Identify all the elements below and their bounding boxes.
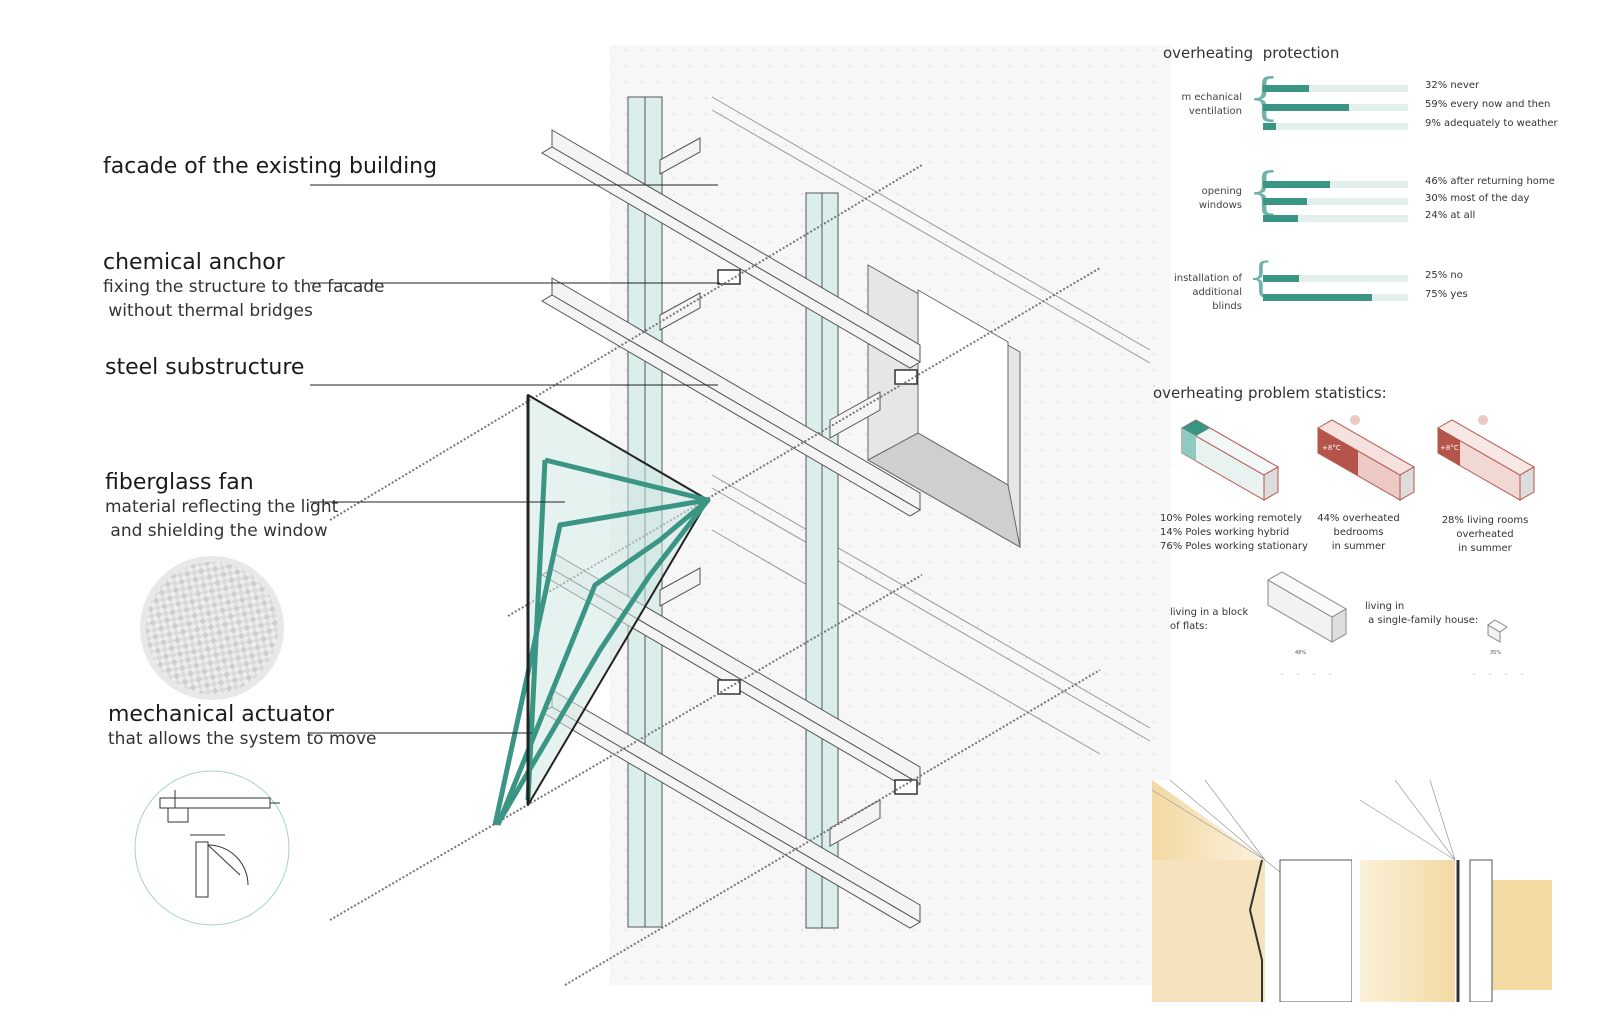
protection-bar-label: 46% after returning home [1425, 176, 1555, 187]
actuator-detail-circle [134, 770, 290, 926]
protection-bar-label: 25% no [1425, 270, 1463, 281]
support-rods [329, 164, 1101, 986]
label-facade-title: facade of the existing building [103, 154, 438, 179]
sun-section-fan-closed [1360, 780, 1552, 1002]
label-mechanical-actuator: mechanical actuator that allows the syst… [108, 702, 376, 751]
protection-bar-fill [1263, 198, 1307, 205]
single-family-house-pictogram [1487, 619, 1508, 643]
protection-bar-fill [1263, 215, 1298, 222]
existing-window [866, 264, 1021, 548]
living-house-pct: 35% [1490, 650, 1502, 656]
protection-group-name: m echanical ventilation [1181, 92, 1242, 117]
stat-caption-living-rooms: 28% living rooms overheated in summer [1441, 515, 1529, 554]
overheating-protection-title: overheating protection [1163, 44, 1340, 62]
protection-bar-fill [1263, 123, 1277, 130]
people-grid-house [1462, 662, 1530, 680]
stat-block-bedrooms [1316, 415, 1416, 501]
fiberglass-texture-circle [143, 559, 281, 697]
label-chemical-anchor-sub-2: without thermal bridges [103, 301, 313, 321]
badge-living-rooms: +8°C [1440, 444, 1459, 452]
label-fan-sub-1: material reflecting the light [105, 497, 339, 517]
label-fan-title: fiberglass fan [105, 470, 254, 495]
protection-bar [1263, 181, 1408, 188]
protection-bar-fill [1263, 275, 1300, 282]
protection-bar-fill [1263, 181, 1330, 188]
protection-bar [1263, 85, 1408, 92]
living-block-pct: 48% [1295, 650, 1307, 656]
label-actuator-sub-1: that allows the system to move [108, 729, 377, 749]
protection-bar-label: 32% never [1425, 80, 1480, 91]
protection-bar-fill [1263, 294, 1372, 301]
label-fiberglass-fan: fiberglass fan material reflecting the l… [105, 470, 338, 543]
protection-bar-label: 9% adequately to weather [1425, 118, 1558, 129]
protection-bar-fill [1263, 85, 1310, 92]
label-chemical-anchor-title: chemical anchor [103, 250, 285, 275]
protection-bar-label: 30% most of the day [1425, 193, 1530, 204]
stat-block-living-rooms [1436, 415, 1536, 501]
protection-bar [1263, 104, 1408, 111]
badge-bedrooms: +8°C [1322, 444, 1341, 452]
protection-bar [1263, 275, 1408, 282]
protection-bar-label: 59% every now and then [1425, 99, 1551, 110]
chemical-anchors [717, 269, 918, 795]
living-house-label: living in a single-family house: [1365, 601, 1479, 626]
sun-section-fan-open [1152, 780, 1352, 1002]
protection-bar-label: 24% at all [1425, 210, 1476, 221]
label-actuator-title: mechanical actuator [108, 702, 334, 727]
protection-group-brace: { [1248, 68, 1280, 126]
stat-caption-remote-work: 10% Poles working remotely 14% Poles wor… [1160, 513, 1308, 552]
label-steel-title: steel substructure [105, 355, 305, 380]
protection-bar-label: 75% yes [1425, 289, 1468, 300]
facade-lines [711, 96, 1151, 755]
block-of-flats-pictogram [1266, 571, 1348, 643]
protection-bar [1263, 123, 1408, 130]
label-steel-substructure: steel substructure [105, 355, 304, 380]
label-facade: facade of the existing building [103, 154, 437, 179]
protection-group-name: installation of additional blinds [1173, 272, 1242, 312]
problem-statistics-title: overheating problem statistics: [1153, 384, 1387, 402]
leader-lines [310, 184, 720, 734]
protection-bar [1263, 198, 1408, 205]
protection-group-name: opening windows [1198, 186, 1242, 211]
stat-caption-bedrooms: 44% overheated bedrooms in summer [1317, 513, 1400, 552]
living-block-label: living in a block of flats: [1170, 607, 1249, 632]
label-chemical-anchor-sub-1: fixing the structure to the facade [103, 277, 385, 297]
stat-block-remote-work [1180, 419, 1280, 501]
protection-group-brace: { [1248, 162, 1280, 220]
label-chemical-anchor: chemical anchor fixing the structure to … [103, 250, 385, 323]
protection-bar [1263, 294, 1408, 301]
protection-bar [1263, 215, 1408, 222]
label-fan-sub-2: and shielding the window [105, 521, 328, 541]
protection-bar-fill [1263, 104, 1349, 111]
people-grid-block [1268, 662, 1336, 680]
